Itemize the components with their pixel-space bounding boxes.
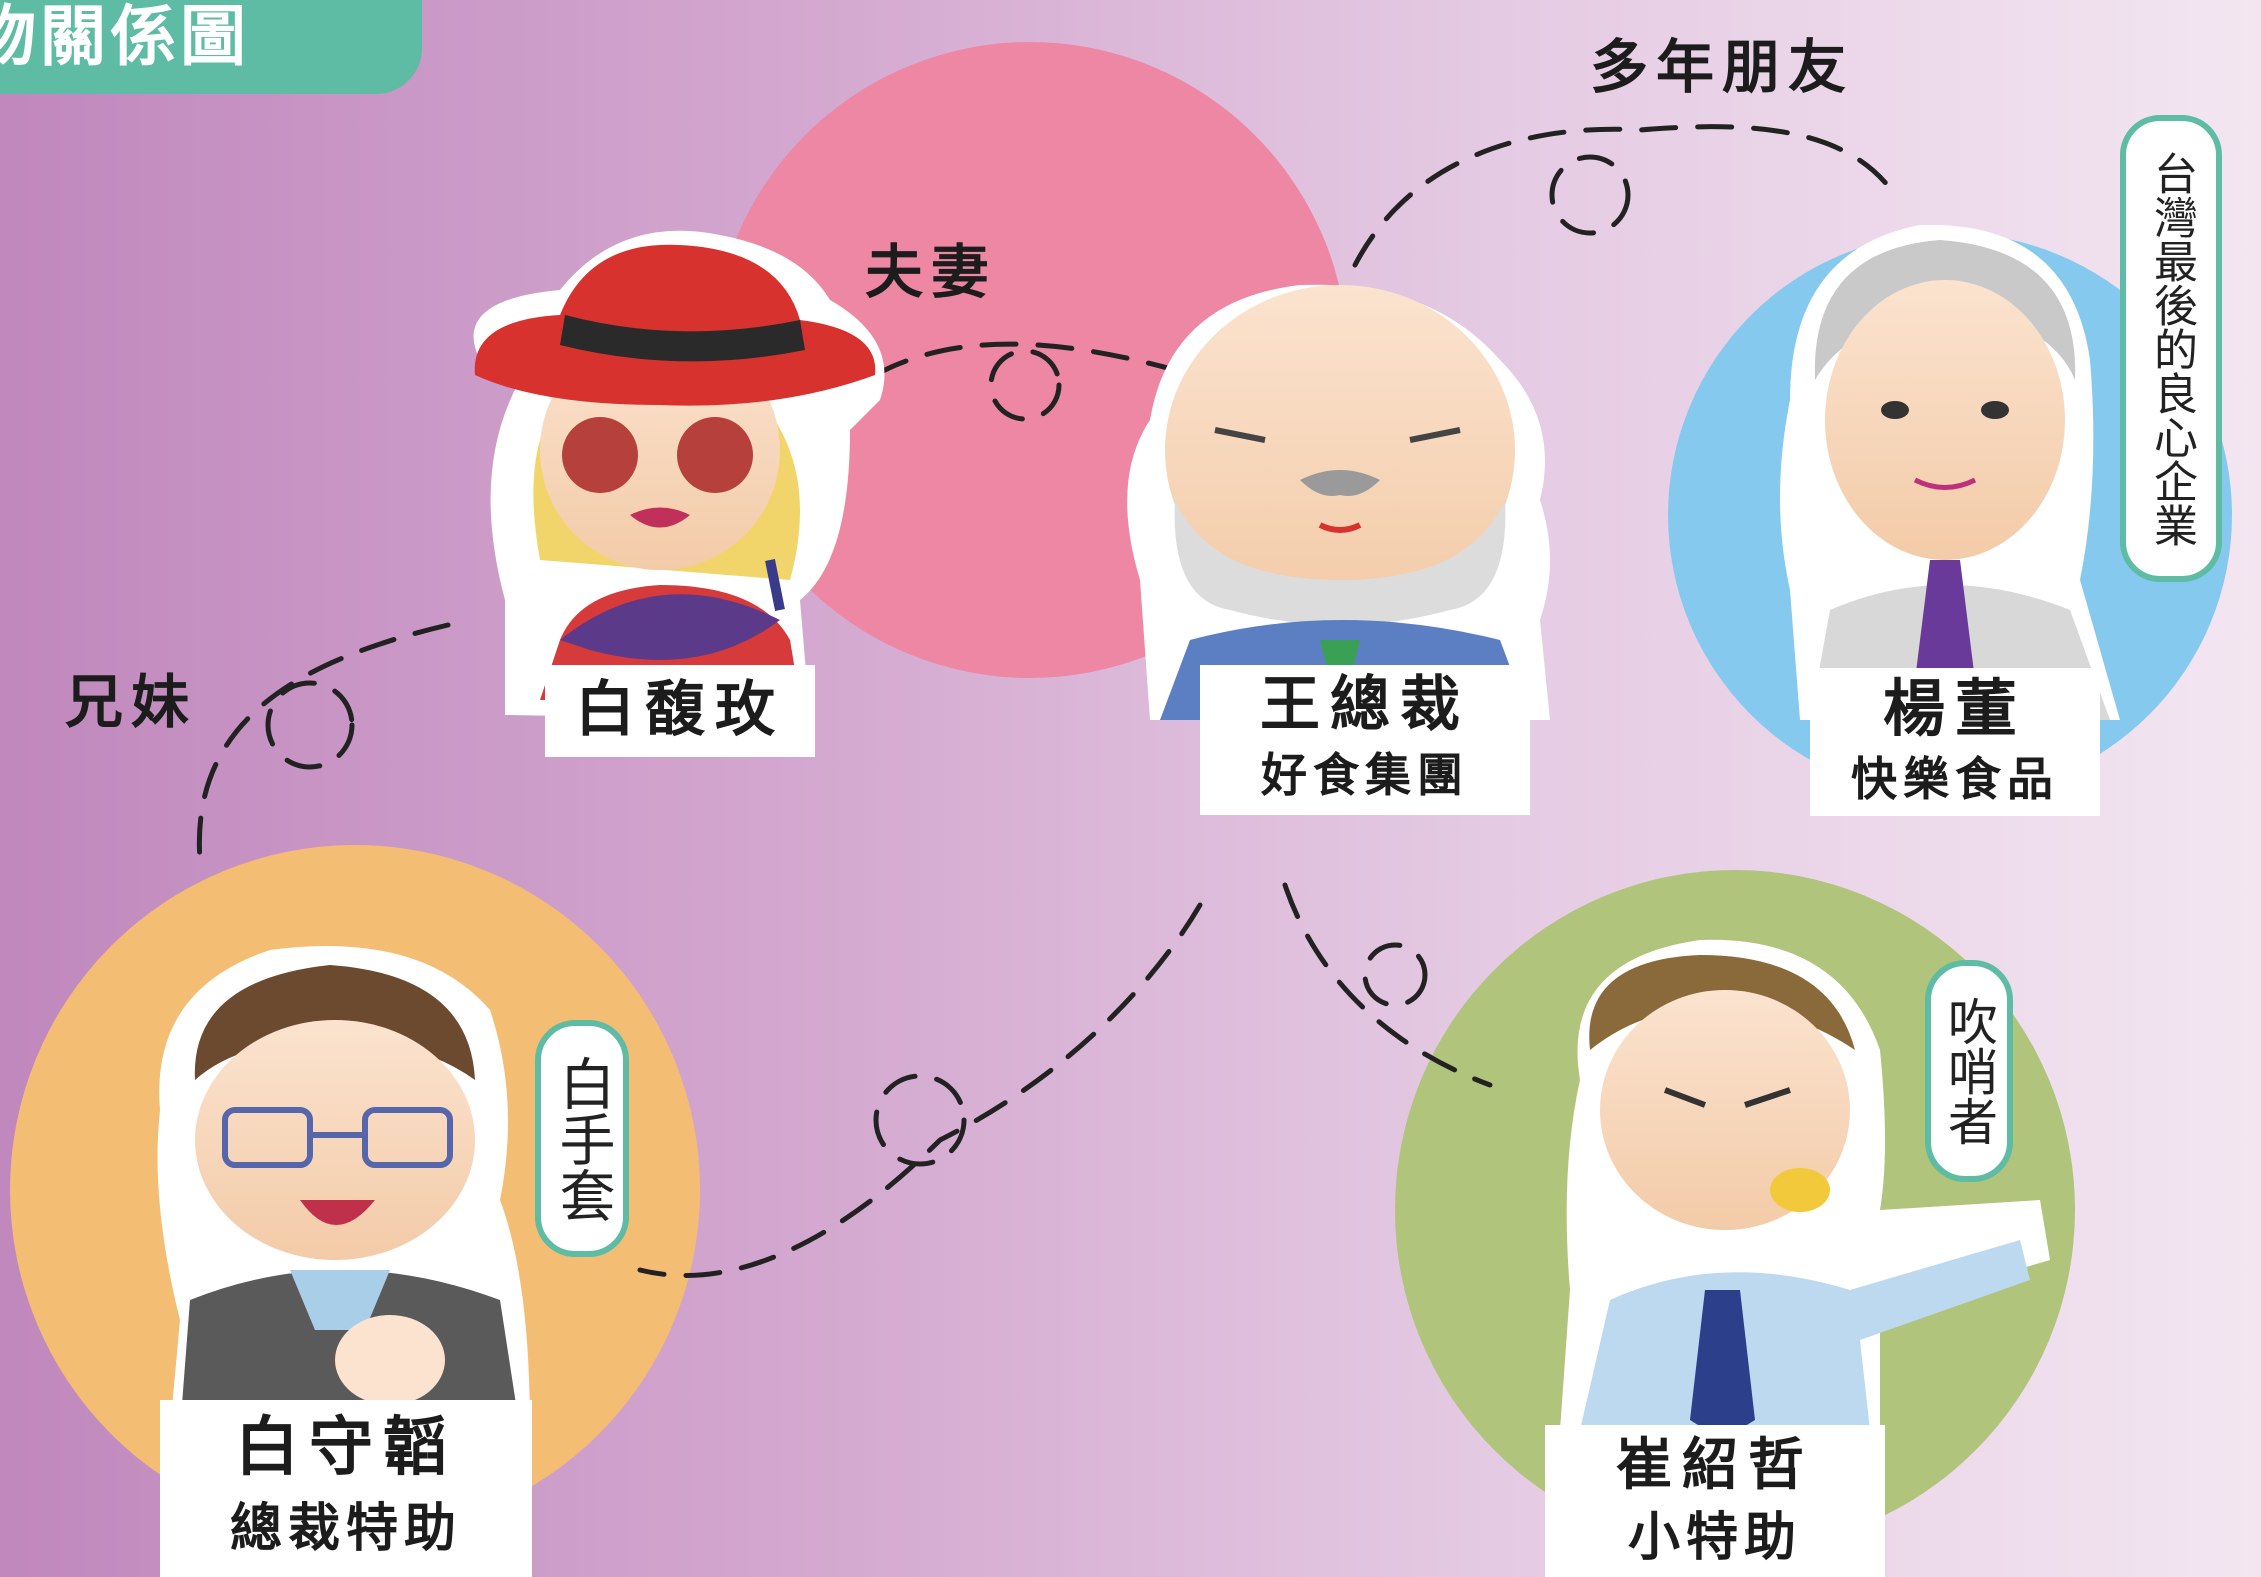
person-name: 白守韜 bbox=[235, 1410, 457, 1485]
loop-friends bbox=[1549, 154, 1631, 236]
diagram-title: 物關係圖 bbox=[0, 0, 422, 94]
person-role: 快樂食品 bbox=[1851, 752, 2059, 806]
portrait-bai-shoutao bbox=[157, 946, 530, 1430]
portrait-bai-fumei bbox=[473, 230, 885, 720]
person-role: 小特助 bbox=[1627, 1507, 1802, 1568]
portrait-cui-shaozhe bbox=[1560, 939, 2050, 1440]
line-white-glove bbox=[637, 902, 1203, 1278]
line-siblings bbox=[196, 622, 451, 863]
name-card-bai-shoutao: 白守韜 總裁特助 bbox=[160, 1400, 532, 1577]
person-name: 王總裁 bbox=[1260, 670, 1470, 740]
relation-label-siblings: 兄妹 bbox=[65, 668, 198, 736]
badge-yang: 台灣最後的良心企業 bbox=[2120, 115, 2222, 582]
relation-label-friends: 多年朋友 bbox=[1590, 33, 1855, 101]
person-name: 白馥玫 bbox=[575, 675, 785, 745]
person-role: 總裁特助 bbox=[229, 1498, 462, 1559]
name-card-cui-shaozhe: 崔紹哲 小特助 bbox=[1545, 1425, 1885, 1577]
person-name: 楊董 bbox=[1882, 672, 2027, 745]
loop-siblings bbox=[265, 680, 355, 770]
person-name: 崔紹哲 bbox=[1616, 1432, 1814, 1498]
loop-whistle bbox=[1362, 942, 1428, 1008]
badge-cui: 吹哨者 bbox=[1925, 960, 2013, 1182]
portrait-wang-zongcai bbox=[1127, 284, 1550, 720]
person-role: 好食集團 bbox=[1261, 748, 1469, 802]
loop-couple bbox=[988, 348, 1062, 422]
name-card-wang-zongcai: 王總裁 好食集團 bbox=[1200, 665, 1530, 815]
badge-bai-shoutao: 白手套 bbox=[535, 1020, 629, 1257]
line-friends bbox=[1352, 124, 1898, 268]
name-card-yang-dong: 楊董 快樂食品 bbox=[1810, 668, 2100, 816]
name-card-bai-fumei: 白馥玫 bbox=[545, 665, 815, 757]
line-whistle bbox=[1282, 882, 1493, 1088]
portrait-yang-dong bbox=[1780, 224, 2120, 721]
line-couple bbox=[872, 341, 1178, 378]
loop-white-glove bbox=[873, 1073, 967, 1167]
relation-label-couple: 夫妻 bbox=[865, 238, 998, 306]
